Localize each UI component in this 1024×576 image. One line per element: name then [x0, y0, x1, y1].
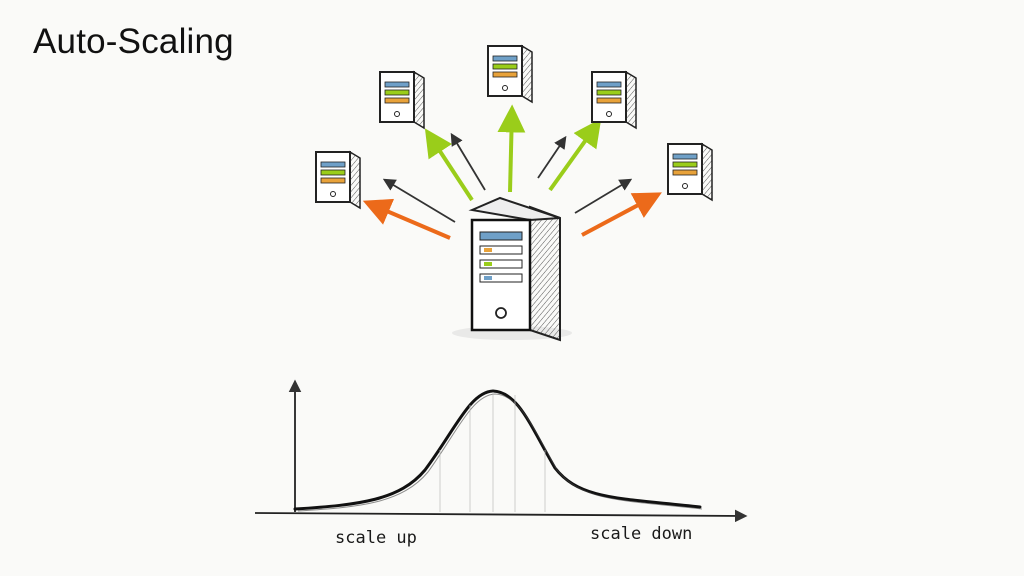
- load-curve-graph: scale up scale down: [254, 379, 748, 548]
- neutral-arrow: [574, 178, 633, 214]
- server-instance-icon: [379, 70, 425, 130]
- server-instance-icon: [591, 70, 637, 130]
- server-tower-icon: [452, 196, 572, 342]
- scale-out-arrow: [548, 118, 602, 192]
- neutral-arrow: [537, 135, 567, 179]
- page-title: Auto-Scaling: [33, 22, 234, 61]
- scale-in-arrow: [581, 192, 662, 237]
- load-curve-sketch: [297, 393, 703, 512]
- scale-out-arrow: [497, 104, 526, 193]
- server-instance-icon: [667, 142, 713, 202]
- load-curve: [293, 389, 702, 511]
- scale-down-label: scale down: [590, 524, 692, 544]
- x-axis: [254, 509, 748, 523]
- scale-up-label: scale up: [335, 528, 417, 548]
- neutral-arrow: [382, 178, 456, 223]
- arrows: [362, 104, 662, 240]
- server-instance-icon: [487, 44, 533, 104]
- scale-in-arrow: [362, 198, 451, 240]
- server-instance-icon: [315, 150, 361, 210]
- scale-out-arrow: [424, 128, 474, 202]
- neutral-arrow: [450, 132, 486, 191]
